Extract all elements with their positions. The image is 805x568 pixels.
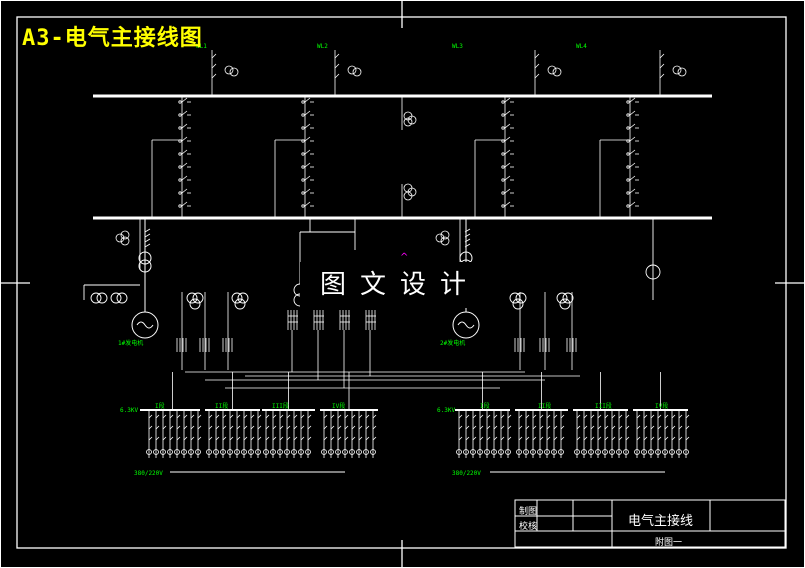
lv-left-label: 380/220V xyxy=(134,470,163,477)
generator-2-wave xyxy=(457,321,475,329)
title-block-row2-label: 校核 xyxy=(519,522,538,532)
bus-left-label: 6.3KV xyxy=(120,407,138,414)
feeder-section-1 xyxy=(146,372,202,458)
title-block-drawing-name: 电气主接线 xyxy=(628,514,694,529)
feeder-section-3 xyxy=(263,372,312,458)
feeder-section-5 xyxy=(456,372,512,458)
breaker-stack-3 xyxy=(474,50,562,218)
aux-transformers xyxy=(83,218,661,310)
potential-transformers xyxy=(401,96,417,218)
feeder-section-2 xyxy=(206,372,262,458)
cable-tray-2 xyxy=(313,310,324,330)
seg-l2-label: II段 xyxy=(215,402,228,410)
title-block-frame xyxy=(514,499,786,548)
tap-connector-5 xyxy=(539,292,550,370)
breaker-stack-4 xyxy=(599,50,687,218)
cable-tray-1 xyxy=(287,310,298,330)
tap-connector-6 xyxy=(566,292,577,370)
tap-connector-1 xyxy=(176,292,187,370)
drawing-title: A3-电气主接线图 xyxy=(22,26,203,51)
generator-1-wave xyxy=(136,321,154,329)
switchgear-groups xyxy=(115,50,687,270)
feeder-groups xyxy=(146,292,690,458)
gen-2-label: 2#发电机 xyxy=(440,339,465,347)
title-block-row1-label: 制图 xyxy=(519,507,538,517)
seg-r1-label: I段 xyxy=(480,402,490,410)
feeder-section-6 xyxy=(516,372,565,458)
tap-connector-3 xyxy=(222,292,233,370)
seg-l1-label: I段 xyxy=(155,402,165,410)
lv-right-label: 380/220V xyxy=(452,470,481,477)
feeder-section-4 xyxy=(321,372,377,458)
seg-r4-label: IV段 xyxy=(655,402,668,410)
title-block-sheet-label: 附图一 xyxy=(655,538,683,548)
green-labels: WL1 WL2 WL3 WL4 1#发电机 2#发电机 6.3KV 6.3KV … xyxy=(118,43,668,477)
main-buses xyxy=(93,94,712,220)
line-3-label: WL3 xyxy=(452,43,463,50)
watermark: 图文设计 xyxy=(300,262,500,308)
gen-1-label: 1#发电机 xyxy=(118,339,143,347)
breaker-stack-2 xyxy=(274,50,362,218)
interconnects xyxy=(185,330,580,389)
line-2-label: WL2 xyxy=(317,43,328,50)
tap-connector-4 xyxy=(514,292,525,370)
feeder-section-8 xyxy=(634,372,690,458)
line-4-label: WL4 xyxy=(576,43,587,50)
seg-l4-label: IV段 xyxy=(332,402,345,410)
cable-tray-3 xyxy=(339,310,350,330)
seg-r2-label: II段 xyxy=(538,402,551,410)
seg-r3-label: III段 xyxy=(595,402,612,410)
tap-connector-2 xyxy=(199,292,210,370)
marker: ^ xyxy=(400,252,408,263)
bus-right-label: 6.3KV xyxy=(437,407,455,414)
seg-l3-label: III段 xyxy=(272,402,289,410)
feeder-section-7 xyxy=(574,372,630,458)
breaker-stack-1 xyxy=(151,50,239,218)
line-1-label: WL1 xyxy=(196,43,207,50)
cable-tray-4 xyxy=(365,310,376,330)
